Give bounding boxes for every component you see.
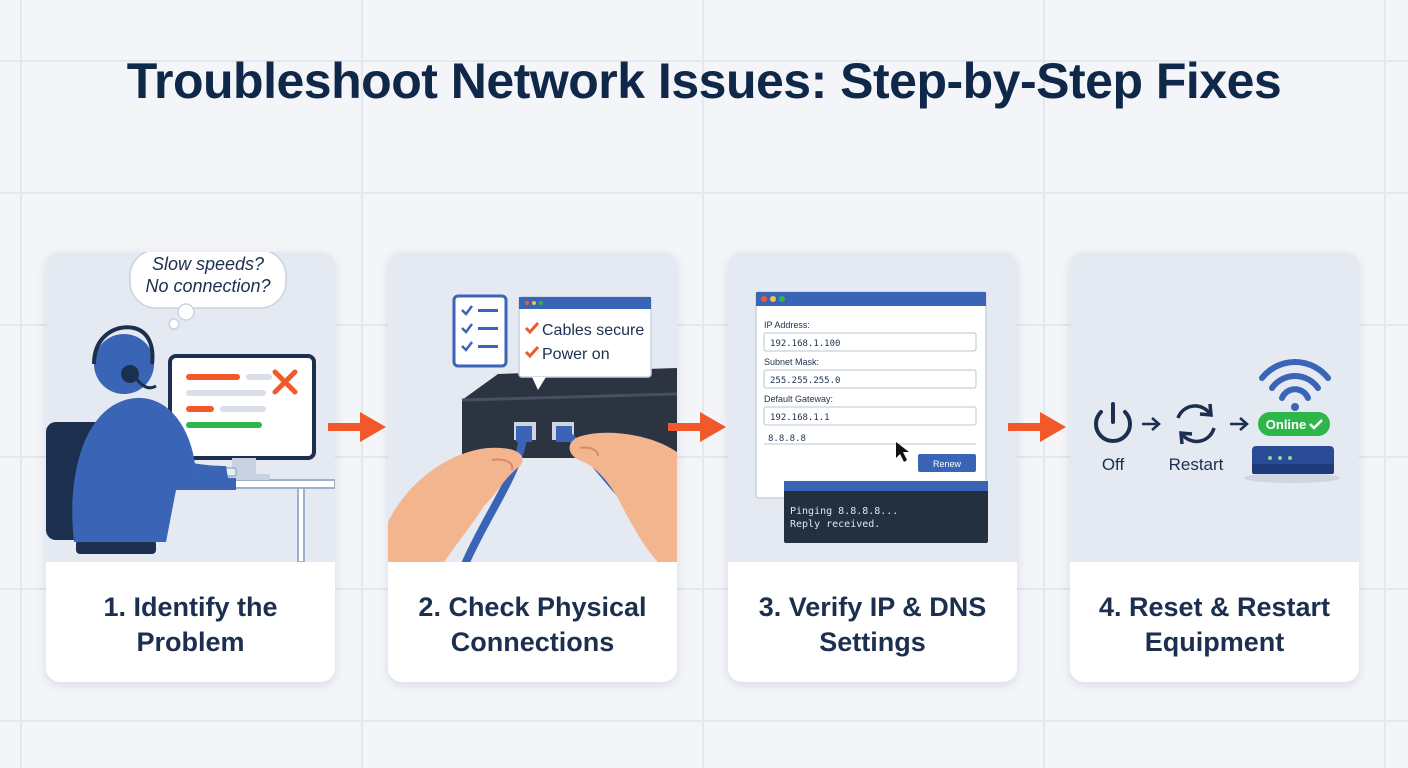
online-badge: Online bbox=[1258, 412, 1330, 436]
step-label-line-1: 2. Check Physical bbox=[418, 592, 647, 622]
field-value-gateway: 192.168.1.1 bbox=[770, 413, 830, 423]
restart-label: Restart bbox=[1169, 455, 1224, 474]
renew-button[interactable] bbox=[918, 454, 976, 472]
off-label: Off bbox=[1102, 455, 1125, 474]
step-label: 3. Verify IP & DNS Settings bbox=[728, 590, 1017, 660]
flow-arrow-icon bbox=[1008, 412, 1066, 442]
checklist-item-2: Power on bbox=[542, 346, 610, 363]
terminal-line-1: Pinging 8.8.8.8... bbox=[790, 506, 898, 517]
step-label: 1. Identify the Problem bbox=[46, 590, 335, 660]
field-label-gateway: Default Gateway: bbox=[764, 394, 833, 404]
terminal-window: Pinging 8.8.8.8... Reply received. bbox=[784, 481, 988, 543]
step-illustration: Cables secure Power on bbox=[388, 252, 677, 562]
checklist-clipboard-icon bbox=[452, 294, 508, 368]
step-card-verify-settings: IP Address: 192.168.1.100 Subnet Mask: 2… bbox=[728, 252, 1017, 682]
renew-button-label: Renew bbox=[933, 459, 962, 469]
field-label-ip: IP Address: bbox=[764, 320, 810, 330]
checklist-item-1: Cables secure bbox=[542, 322, 644, 339]
checklist-popup: Cables secure Power on bbox=[518, 296, 652, 390]
step-label-line-2: Problem bbox=[136, 627, 245, 657]
thought-bubble: Slow speeds? No connection? bbox=[129, 252, 287, 330]
field-value-ip: 192.168.1.100 bbox=[770, 339, 840, 349]
bubble-text-1: Slow speeds? bbox=[152, 254, 264, 274]
flow-arrow-icon bbox=[668, 412, 726, 442]
check-icon bbox=[1309, 419, 1323, 430]
step-label-line-1: 3. Verify IP & DNS bbox=[758, 592, 987, 622]
bubble-text-2: No connection? bbox=[145, 276, 270, 296]
wifi-icon bbox=[1259, 359, 1331, 411]
power-icon bbox=[1094, 402, 1132, 444]
arrow-right-icon bbox=[1230, 417, 1249, 431]
arrow-right-icon bbox=[1142, 417, 1161, 431]
field-value-dns: 8.8.8.8 bbox=[768, 434, 806, 444]
step-label-line-1: 4. Reset & Restart bbox=[1098, 592, 1331, 622]
step-label: 2. Check Physical Connections bbox=[388, 590, 677, 660]
page-title: Troubleshoot Network Issues: Step-by-Ste… bbox=[126, 53, 1282, 109]
step-card-check-connections: Cables secure Power on 2. Check Physical… bbox=[388, 252, 677, 682]
flow-arrow-icon bbox=[328, 412, 386, 442]
step-card-reset-restart: Off Restart Online bbox=[1070, 252, 1359, 682]
step-illustration: Slow speeds? No connection? bbox=[46, 252, 335, 562]
settings-window: IP Address: 192.168.1.100 Subnet Mask: 2… bbox=[755, 291, 987, 499]
field-value-subnet: 255.255.255.0 bbox=[770, 376, 840, 386]
step-illustration: IP Address: 192.168.1.100 Subnet Mask: 2… bbox=[728, 252, 1017, 562]
monitor-error-icon bbox=[168, 354, 316, 480]
terminal-line-2: Reply received. bbox=[790, 519, 880, 530]
router-icon bbox=[1244, 446, 1340, 483]
step-label: 4. Reset & Restart Equipment bbox=[1070, 590, 1359, 660]
step-illustration: Off Restart Online bbox=[1070, 252, 1359, 562]
field-label-subnet: Subnet Mask: bbox=[764, 357, 819, 367]
step-label-line-2: Equipment bbox=[1144, 627, 1285, 657]
step-card-identify: Slow speeds? No connection? 1. Identify … bbox=[46, 252, 335, 682]
restart-icon bbox=[1176, 403, 1216, 445]
mouse-cursor-icon bbox=[896, 442, 909, 462]
support-agent-head bbox=[94, 334, 154, 394]
step-label-line-2: Settings bbox=[819, 627, 926, 657]
step-label-line-1: 1. Identify the bbox=[103, 592, 278, 622]
step-label-line-2: Connections bbox=[450, 627, 615, 657]
online-badge-label: Online bbox=[1266, 417, 1306, 432]
